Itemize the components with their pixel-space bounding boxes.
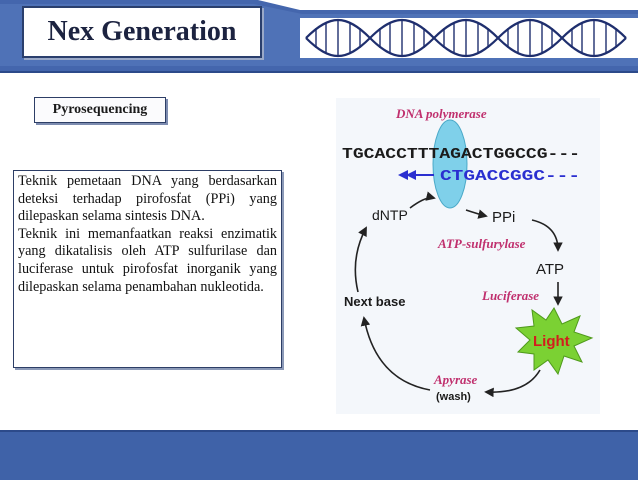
template-strand: TGCACCTTTAGACTGGCCG--- (342, 146, 580, 163)
page-title: Nex Generation (47, 16, 237, 47)
new-strand: CTGACCGGC--- (440, 168, 580, 185)
polymerase-blob (432, 119, 468, 209)
description-paragraph-2: Teknik ini memanfaatkan reaksi enzimatik… (18, 225, 277, 295)
light-burst-icon (514, 307, 594, 376)
section-label-text: Pyrosequencing (52, 102, 148, 117)
pyrosequencing-diagram: DNA polymerase TGCACCTTTAGACTGGCCG--- CT… (336, 98, 600, 414)
label-atp-sulfurylase: ATP-sulfurylase (437, 236, 526, 251)
label-light: Light (533, 333, 570, 350)
title-box: Nex Generation (22, 6, 262, 58)
label-dna-polymerase: DNA polymerase (395, 106, 487, 121)
cycle-arrows (354, 191, 563, 398)
label-next-base: Next base (344, 294, 405, 309)
description-box: Teknik pemetaan DNA yang berdasarkan det… (13, 170, 282, 368)
label-apyrase: Apyrase (433, 372, 478, 387)
label-ppi: PPi (492, 209, 515, 226)
label-atp: ATP (536, 261, 564, 278)
footer-band (0, 430, 638, 480)
label-dntp: dNTP (372, 207, 408, 223)
label-wash: (wash) (436, 391, 471, 403)
dna-helix-icon (305, 18, 627, 58)
label-luciferase: Luciferase (481, 288, 539, 303)
description-paragraph-1: Teknik pemetaan DNA yang berdasarkan det… (18, 173, 277, 225)
section-label: Pyrosequencing (34, 97, 166, 123)
direction-arrow-icon (398, 170, 434, 180)
